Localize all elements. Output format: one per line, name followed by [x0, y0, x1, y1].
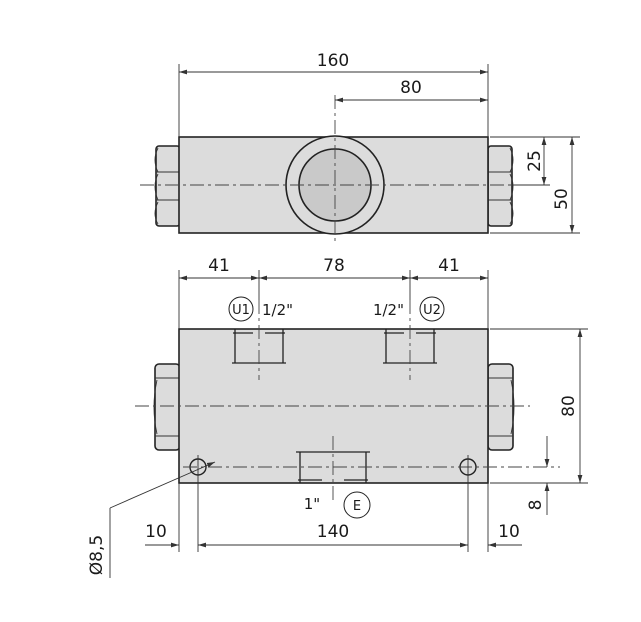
dim-hole-margin-left: 10: [145, 522, 167, 542]
top-view: [140, 95, 530, 245]
dim-top-port-offset: 25: [525, 150, 545, 172]
left-hex-fitting-front: [153, 363, 181, 451]
dim-top-width: 160: [317, 51, 349, 71]
dim-front-height: 80: [559, 395, 579, 417]
port-u2-badge: [419, 296, 445, 322]
front-view: [135, 300, 560, 552]
right-hex-fitting-front: [487, 363, 515, 451]
left-hex-fitting-top: [154, 145, 181, 227]
dim-hole-spacing: 140: [317, 522, 349, 542]
port-u2-hidden: [383, 300, 437, 380]
dim-port-left: 41: [208, 256, 230, 276]
port-u1-label: U1: [232, 303, 250, 318]
dim-hole-offset: 8: [526, 500, 546, 511]
dim-top-half: 80: [400, 78, 422, 98]
port-u1-size: 1/2": [262, 301, 293, 319]
port-u2-size: 1/2": [373, 301, 404, 319]
port-e-badge: [343, 491, 371, 519]
dim-top-height: 50: [552, 188, 572, 210]
right-hex-fitting-top: [487, 145, 514, 227]
port-e-label: E: [353, 499, 361, 514]
port-e-hidden: [296, 436, 370, 500]
port-u1-hidden: [232, 300, 286, 380]
dim-port-right: 41: [438, 256, 460, 276]
dim-hole-margin-right: 10: [498, 522, 520, 542]
front-dimensions: 41 78 41 80 8 10 140 10 Ø8,5: [87, 256, 588, 578]
dim-port-spacing: 78: [323, 256, 345, 276]
top-dimensions: 160 80 25 50: [178, 51, 580, 234]
port-u1-badge: [228, 296, 254, 322]
port-e-size: 1": [304, 495, 320, 513]
port-u2-label: U2: [423, 303, 441, 318]
dim-hole-diameter: Ø8,5: [87, 535, 107, 575]
port-labels: U1 1/2" 1/2" U2 1" E: [228, 296, 445, 519]
